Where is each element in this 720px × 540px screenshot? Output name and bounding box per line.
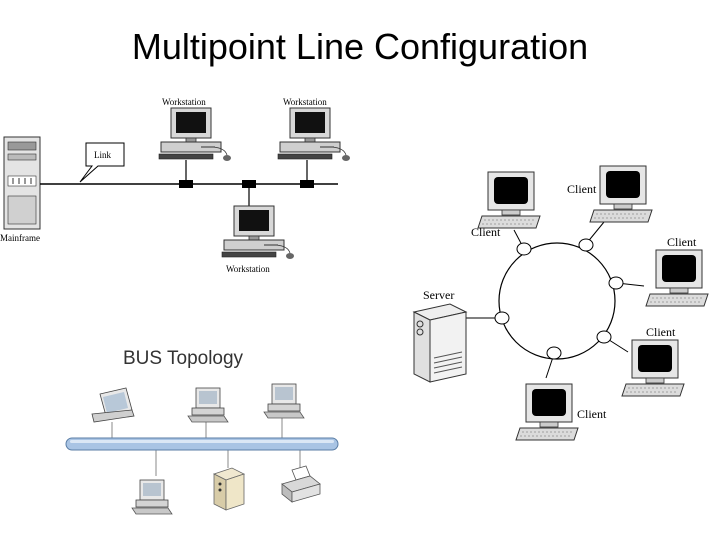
slide-title: Multipoint Line Configuration: [131, 26, 589, 67]
client-label: Client: [567, 182, 597, 196]
bus-title: BUS Topology: [123, 348, 244, 369]
workstation-top-right-icon: [277, 107, 351, 162]
workstation-bottom-label: Workstation: [226, 264, 270, 274]
ring-node: [596, 330, 612, 344]
ring-node: [608, 276, 624, 290]
bus-backbone: [65, 437, 339, 451]
workstation-top-left-icon: [158, 107, 232, 162]
client-icon: [645, 249, 709, 307]
ring-node: [546, 346, 562, 360]
client-label: Client: [667, 235, 697, 249]
client-icon: [621, 339, 685, 397]
ring-node: [494, 311, 510, 325]
workstation-top-left-label: Workstation: [162, 97, 206, 107]
desktop-icon: [187, 387, 229, 423]
server-label: Server: [423, 288, 454, 302]
workstation-top-right-label: Workstation: [283, 97, 327, 107]
desktop-icon: [131, 479, 173, 515]
multipoint-diagram: Mainframe Link Workstation Workstation W…: [0, 97, 351, 274]
client-label: Client: [646, 325, 676, 339]
ring-node: [578, 238, 594, 252]
server-icon: [412, 303, 468, 383]
connector: [179, 180, 193, 188]
connector: [242, 180, 256, 188]
client-icon: [515, 383, 579, 441]
workstation-bottom-icon: [221, 205, 295, 260]
bus-diagram: BUS Topology: [65, 348, 339, 515]
desktop-icon: [263, 383, 305, 419]
mainframe-label: Mainframe: [0, 233, 40, 243]
client-label: Client: [471, 225, 501, 239]
ring-node: [516, 242, 532, 256]
ring-line: [498, 242, 616, 360]
link-label: Link: [94, 150, 111, 160]
client-icon: [477, 171, 541, 229]
ring-diagram: Server Client Client Client Client Clien…: [412, 165, 709, 441]
mainframe-icon: [3, 136, 41, 230]
server-tower-icon: [212, 467, 246, 511]
link-callout: Link: [79, 142, 125, 183]
connector: [300, 180, 314, 188]
client-icon: [589, 165, 653, 223]
client-label: Client: [577, 407, 607, 421]
printer-icon: [281, 465, 321, 503]
laptop-icon: [91, 387, 135, 423]
